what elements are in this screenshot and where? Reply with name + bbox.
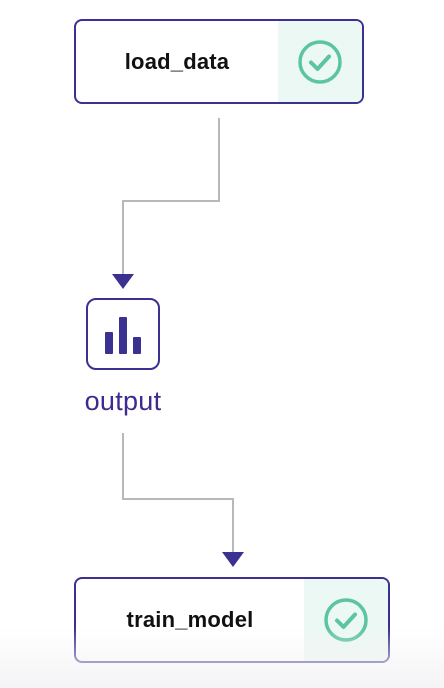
bar-chart-icon bbox=[105, 317, 141, 354]
node-label: train_model bbox=[126, 607, 254, 632]
arrow-head-output bbox=[112, 274, 134, 289]
artifact-output-label: output bbox=[84, 386, 162, 416]
node-label: load_data bbox=[124, 48, 230, 74]
check-circle-icon bbox=[324, 598, 368, 642]
arrow-head-train-model bbox=[222, 552, 244, 567]
edge-output-to-train-model bbox=[122, 433, 234, 554]
status-cell bbox=[278, 21, 362, 102]
edge-load-data-to-output bbox=[122, 118, 220, 276]
node-load-data[interactable]: load_data bbox=[74, 19, 364, 104]
node-train-model[interactable]: train_model bbox=[74, 577, 390, 663]
check-circle-icon bbox=[298, 39, 342, 84]
status-cell bbox=[304, 579, 388, 661]
artifact-output-tile[interactable] bbox=[86, 298, 160, 370]
